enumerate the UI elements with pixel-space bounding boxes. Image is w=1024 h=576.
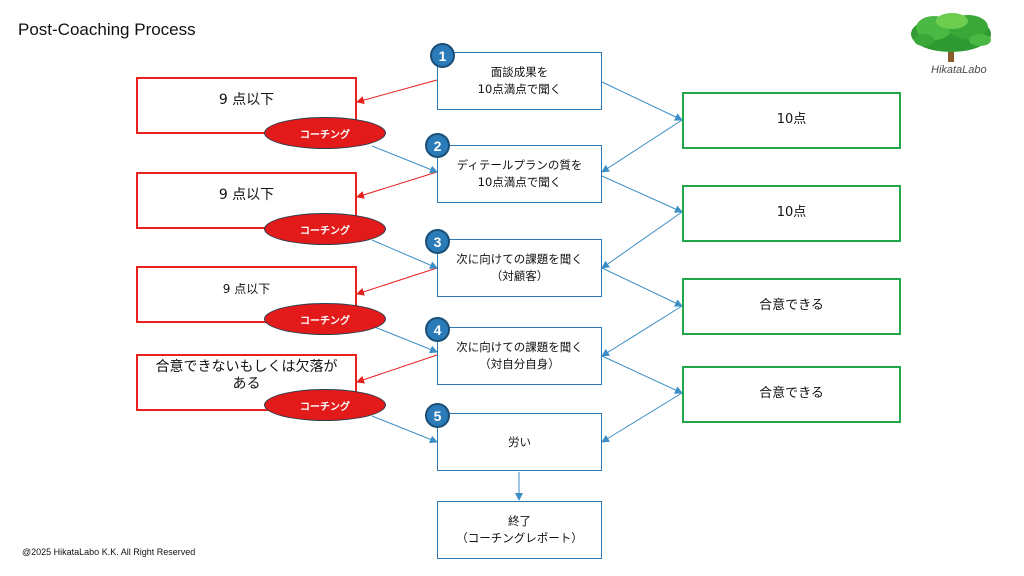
arrow-step2-to-negative2 bbox=[356, 171, 438, 199]
positive-box-4: 合意できる bbox=[682, 366, 901, 423]
step-box-3: 次に向けての課題を聞く （対顧客） bbox=[437, 239, 602, 297]
step-5-line1: 労い bbox=[508, 434, 531, 449]
arrow-step3-to-negative3 bbox=[356, 267, 438, 296]
positive-box-2: 10点 bbox=[682, 185, 901, 242]
step-box-5: 労い bbox=[437, 413, 602, 471]
copyright-text: @2025 HikataLabo K.K. All Right Reserved bbox=[22, 547, 196, 557]
coaching-oval-3: コーチング bbox=[264, 303, 386, 335]
arrow-coaching1-to-step2 bbox=[371, 145, 438, 174]
arrow-step1-to-negative1 bbox=[356, 79, 438, 105]
coaching-oval-1: コーチング bbox=[264, 117, 386, 149]
tree-icon bbox=[910, 12, 994, 64]
arrow-positive4-to-step5 bbox=[601, 392, 683, 443]
arrow-step4-to-negative4 bbox=[356, 354, 438, 384]
arrow-step1-to-positive1 bbox=[601, 81, 683, 121]
step-1-line1: 面談成果を bbox=[490, 65, 549, 80]
step-4-line1: 次に向けての課題を聞く bbox=[456, 340, 583, 355]
negative-1-line1: 9 点以下 bbox=[218, 92, 275, 109]
end-line1: 終了 bbox=[508, 514, 531, 529]
step-number-badge-5: 5 bbox=[425, 403, 450, 428]
logo-text: HikataLabo bbox=[931, 64, 987, 76]
arrow-step4-to-positive4 bbox=[601, 355, 683, 394]
negative-4-line1: 合意できないもしくは欠落が bbox=[155, 358, 338, 375]
step-box-4: 次に向けての課題を聞く （対自分自身） bbox=[437, 327, 602, 385]
end-box: 終了 （コーチングレポート） bbox=[437, 501, 602, 559]
step-number-badge-2: 2 bbox=[425, 133, 450, 158]
step-3-line1: 次に向けての課題を聞く bbox=[456, 252, 583, 267]
arrow-coaching3-to-step4 bbox=[371, 325, 438, 354]
negative-2-line1: 9 点以下 bbox=[218, 187, 275, 204]
arrow-positive3-to-step4 bbox=[601, 305, 683, 357]
negative-4-line2: ある bbox=[232, 375, 261, 392]
step-number-badge-1: 1 bbox=[430, 43, 455, 68]
end-line2: （コーチングレポート） bbox=[456, 531, 583, 545]
negative-3-line1: 9 点以下 bbox=[222, 281, 271, 296]
arrow-positive2-to-step3 bbox=[601, 211, 683, 269]
step-1-line2: 10点満点で聞く bbox=[477, 82, 562, 96]
step-box-1: 面談成果を 10点満点で聞く bbox=[437, 52, 602, 110]
arrow-step2-to-positive2 bbox=[601, 175, 683, 213]
arrow-coaching2-to-step3 bbox=[371, 239, 438, 269]
positive-box-1: 10点 bbox=[682, 92, 901, 149]
arrow-coaching4-to-step5 bbox=[371, 415, 438, 444]
page-title: Post-Coaching Process bbox=[18, 20, 196, 39]
step-2-line2: 10点満点で聞く bbox=[477, 175, 562, 189]
coaching-oval-4: コーチング bbox=[264, 389, 386, 421]
positive-box-3: 合意できる bbox=[682, 278, 901, 335]
step-box-2: ディテールプランの質を 10点満点で聞く bbox=[437, 145, 602, 203]
arrow-positive1-to-step2 bbox=[601, 119, 683, 173]
step-4-line2: （対自分自身） bbox=[479, 357, 560, 371]
step-2-line1: ディテールプランの質を bbox=[456, 158, 583, 173]
step-3-line2: （対顧客） bbox=[490, 269, 549, 283]
step-number-badge-3: 3 bbox=[425, 229, 450, 254]
arrow-step3-to-positive3 bbox=[601, 267, 683, 307]
coaching-oval-2: コーチング bbox=[264, 213, 386, 245]
step-number-badge-4: 4 bbox=[425, 317, 450, 342]
